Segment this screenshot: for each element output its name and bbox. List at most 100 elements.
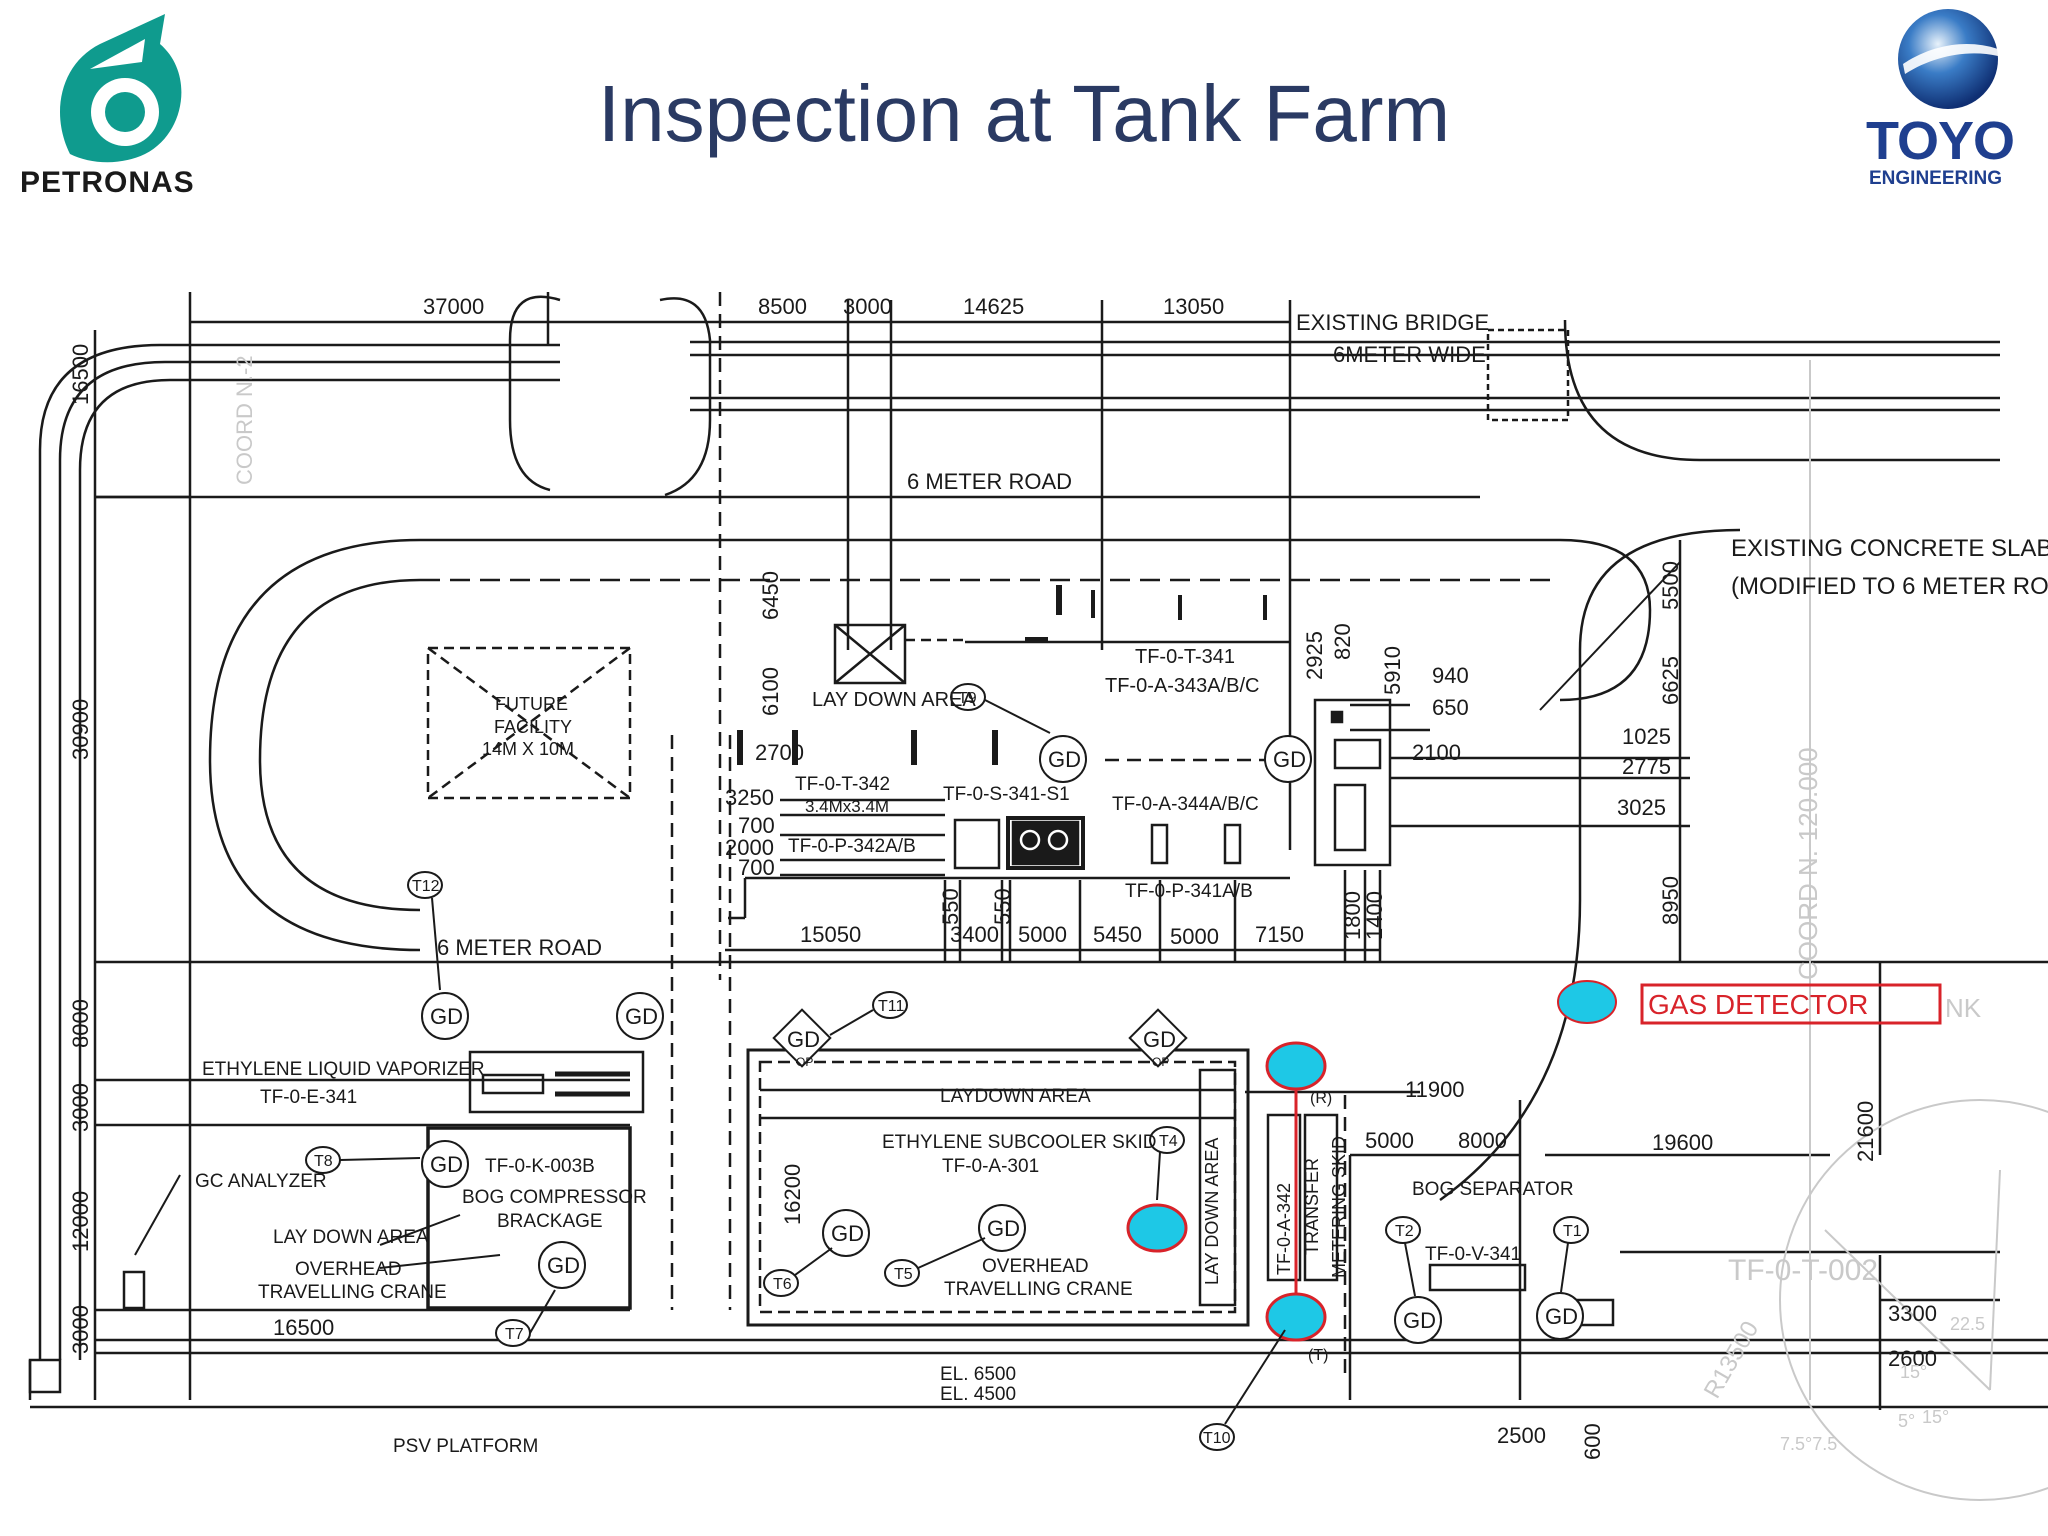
tag-label: T2 bbox=[1395, 1223, 1414, 1240]
dim-label: 5000 bbox=[1170, 924, 1219, 949]
faint-tank-label: TF-0-T-002 bbox=[1728, 1254, 1878, 1287]
gd-label: GD bbox=[787, 1027, 820, 1052]
petronas-wordmark: PETRONAS bbox=[20, 166, 195, 199]
dim-label: 6450 bbox=[758, 571, 783, 620]
dim-label: 820 bbox=[1330, 623, 1355, 660]
toyo-subtext: ENGINEERING bbox=[1869, 168, 2003, 189]
gas-detector-marker bbox=[1265, 1041, 1327, 1091]
dim-label: 700 bbox=[738, 813, 775, 838]
future-facility-label: FACILITY bbox=[494, 717, 572, 737]
tag-bubble bbox=[1199, 1423, 1235, 1451]
equipment-label: BRACKAGE bbox=[497, 1211, 603, 1232]
dim-label: 3000 bbox=[843, 294, 892, 319]
gd-label: GD bbox=[1273, 747, 1306, 772]
gd-diamond bbox=[772, 1008, 832, 1068]
tag-bubble bbox=[1553, 1216, 1589, 1244]
gd-symbol bbox=[421, 1140, 469, 1188]
equipment-label: ETHYLENE SUBCOOLER SKID bbox=[882, 1132, 1157, 1153]
equipment-label: TF-0-P-342A/B bbox=[788, 836, 916, 857]
dim-label: 3000 bbox=[68, 1083, 93, 1132]
dim-label: 5450 bbox=[1093, 922, 1142, 947]
crane-label: TRAVELLING CRANE bbox=[944, 1279, 1133, 1300]
dim-label: 2925 bbox=[1302, 631, 1327, 680]
equipment-label: TRANSFER bbox=[1302, 1158, 1322, 1255]
slab-label: EXISTING CONCRETE SLAB bbox=[1731, 535, 2048, 562]
dim-label: 550 bbox=[990, 888, 1015, 925]
gd-symbol bbox=[1264, 735, 1312, 783]
gd-label: GD bbox=[625, 1004, 658, 1029]
dim-label: 8000 bbox=[1458, 1128, 1507, 1153]
tag-label: T6 bbox=[773, 1276, 792, 1293]
gd-symbol bbox=[978, 1204, 1026, 1252]
dim-label: 6625 bbox=[1658, 656, 1683, 705]
tag-label: T10 bbox=[1203, 1430, 1231, 1447]
gd-symbol bbox=[538, 1241, 586, 1289]
equipment-label: TF-0-T-342 bbox=[795, 774, 890, 795]
dim-label: 550 bbox=[938, 888, 963, 925]
crane-label: TRAVELLING CRANE bbox=[258, 1282, 447, 1303]
dim-label: 2600 bbox=[1888, 1346, 1937, 1371]
tag-label: (R) bbox=[1310, 1090, 1332, 1107]
equipment-label: TF-0-A-343A/B/C bbox=[1105, 675, 1259, 697]
dim-label: 30900 bbox=[68, 699, 93, 760]
road-label: 6 METER ROAD bbox=[907, 469, 1072, 494]
gd-label: GD bbox=[430, 1004, 463, 1029]
dim-label: 13050 bbox=[1163, 294, 1224, 319]
dim-label: 5500 bbox=[1658, 561, 1683, 610]
dim-label: 8000 bbox=[68, 999, 93, 1048]
gd-symbol bbox=[616, 992, 664, 1040]
dim-label: 1800 bbox=[1340, 891, 1365, 940]
tag-label: T7 bbox=[505, 1326, 524, 1343]
tag-label: T1 bbox=[1563, 1223, 1582, 1240]
gd-label: GD bbox=[1048, 747, 1081, 772]
tag-bubble bbox=[950, 683, 986, 711]
dim-label: 15050 bbox=[800, 922, 861, 947]
dim-label: 2000 bbox=[725, 835, 774, 860]
bridge-width-label: 6METER WIDE bbox=[1333, 342, 1486, 367]
gd-label: GD bbox=[430, 1152, 463, 1177]
dim-label: 21600 bbox=[1853, 1101, 1878, 1162]
dim-label: 1025 bbox=[1622, 724, 1671, 749]
tag-label: T9 bbox=[958, 690, 977, 707]
dim-label: 16500 bbox=[68, 344, 93, 405]
tag-label: T11 bbox=[878, 998, 904, 1015]
crane-label: OVERHEAD bbox=[982, 1256, 1089, 1277]
equipment-label: TF-0-V-341 bbox=[1425, 1244, 1521, 1265]
dim-label: 2775 bbox=[1622, 754, 1671, 779]
dim-label: 5910 bbox=[1380, 646, 1405, 695]
gd-label: GD bbox=[1545, 1304, 1578, 1329]
tag-bubble bbox=[407, 871, 443, 899]
gas-detector-markers bbox=[1126, 980, 1942, 1342]
crane-label: OVERHEAD bbox=[295, 1259, 402, 1280]
plan-linework bbox=[28, 292, 2048, 1410]
gas-detector-marker bbox=[1126, 1203, 1188, 1253]
dim-label: 1400 bbox=[1362, 891, 1387, 940]
tag-bubble bbox=[1149, 1126, 1185, 1154]
dim-label: 16200 bbox=[780, 1164, 805, 1225]
dim-label: 19600 bbox=[1652, 1130, 1713, 1155]
dim-label: 700 bbox=[738, 855, 775, 880]
dim-label: 8500 bbox=[758, 294, 807, 319]
dim-label: 37000 bbox=[423, 294, 484, 319]
equipment-label: BOG COMPRESSOR bbox=[462, 1187, 647, 1208]
tag-bubble bbox=[763, 1269, 799, 1297]
dim-label: 650 bbox=[1432, 695, 1469, 720]
tag-bubble bbox=[884, 1259, 920, 1287]
equipment-label: 3.4Mx3.4M bbox=[805, 797, 889, 816]
faint-label: 22.5 bbox=[1950, 1314, 1985, 1334]
gd-label: GD bbox=[1403, 1308, 1436, 1333]
faint-linework bbox=[1779, 360, 2048, 1501]
equipment-label: TF-0-A-342 bbox=[1274, 1183, 1294, 1275]
tag-label: T4 bbox=[1159, 1133, 1178, 1150]
coord-label: COORD N.-120.000 bbox=[1793, 747, 1823, 980]
equipment-label: TF-0-A-301 bbox=[942, 1156, 1039, 1177]
equipment-label: TF-0-S-341-S1 bbox=[943, 784, 1070, 805]
legend-gas-detector-marker bbox=[1557, 980, 1617, 1024]
op-label: OP bbox=[1152, 1055, 1169, 1069]
laydown-label: LAY DOWN AREA bbox=[273, 1227, 429, 1248]
dim-label: 12000 bbox=[68, 1191, 93, 1252]
dim-label: 6100 bbox=[758, 667, 783, 716]
gd-symbol bbox=[822, 1209, 870, 1257]
future-facility-label: 14M X 10M bbox=[482, 739, 574, 759]
